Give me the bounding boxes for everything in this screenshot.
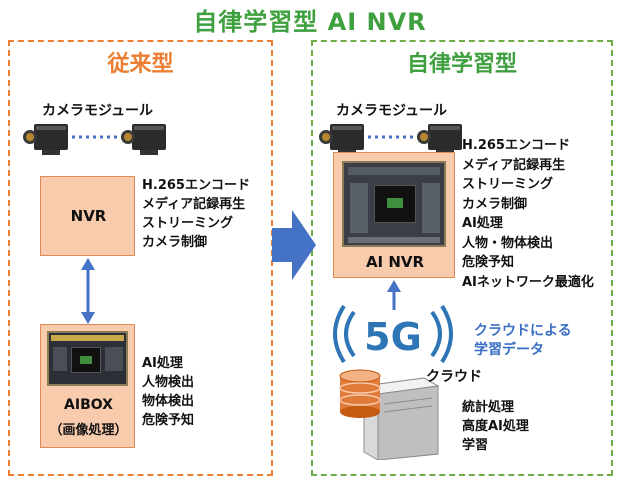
transition-arrow-icon (272, 210, 316, 280)
cloud-server-icon (339, 369, 440, 460)
right-camera-label: カメラモジュール (336, 103, 448, 119)
ai-nvr-feature: ストリーミング (462, 177, 554, 192)
camera-icon (23, 124, 68, 155)
cloud-feature-list: 統計処理 高度AI処理 学習 (462, 398, 529, 455)
aibox-feature-list: AI処理 人物検出 物体検出 危険予知 (142, 354, 194, 430)
5g-signal-icon: 5G (333, 304, 453, 364)
ai-module-image (47, 331, 128, 386)
ai-nvr-label: AI NVR (365, 253, 425, 271)
nvr-label: NVR (70, 207, 107, 225)
double-arrow-icon (81, 258, 95, 324)
cloud-feature: 高度AI処理 (462, 419, 529, 434)
left-camera-label: カメラモジュール (42, 103, 154, 119)
ai-nvr-feature: 人物・物体検出 (462, 235, 554, 251)
aibox-feature: 人物検出 (142, 375, 195, 390)
ai-nvr-feature-list: H.265エンコード メディア記録再生 ストリーミング カメラ制御 AI処理 人… (462, 136, 594, 292)
autonomous-panel (311, 40, 613, 476)
nvr-feature: カメラ制御 (142, 235, 208, 250)
camera-icon (319, 124, 364, 155)
cloud-feature: 統計処理 (462, 400, 515, 415)
ai-nvr-feature: H.265エンコード (462, 138, 570, 153)
ai-nvr-feature: AIネットワーク最適化 (462, 274, 594, 290)
cloud-feature: 学習 (462, 438, 489, 453)
camera-icon (417, 124, 462, 155)
aibox-feature: 危険予知 (142, 413, 195, 428)
cloud-data-caption: クラウドによる 学習データ (474, 322, 572, 360)
aibox-feature: 物体検出 (142, 394, 195, 409)
ai-nvr-module-image (342, 161, 446, 247)
aibox-feature: AI処理 (142, 356, 183, 371)
ai-nvr-feature: カメラ制御 (462, 196, 528, 212)
autonomous-heading: 自律学習型 (406, 52, 517, 77)
cloud-data-line: クラウドによる (474, 323, 572, 339)
upload-arrow-icon (387, 280, 401, 310)
left-camera-pair-icon (23, 124, 166, 155)
right-camera-pair-icon (319, 124, 462, 155)
nvr-box: NVR (40, 176, 135, 256)
nvr-feature: ストリーミング (142, 216, 234, 231)
ai-nvr-feature: 危険予知 (462, 255, 515, 270)
cloud-data-line: 学習データ (474, 342, 544, 358)
aibox-sublabel: （画像処理） (49, 423, 128, 438)
ai-nvr-feature: メディア記録再生 (462, 157, 566, 173)
ai-nvr-box: AI NVR (333, 152, 455, 278)
cloud-label: クラウド (426, 369, 482, 385)
ai-nvr-feature: AI処理 (462, 216, 503, 231)
aibox-box: AIBOX （画像処理） (40, 324, 135, 448)
diagram-title: 自律学習型 AI NVR (193, 8, 427, 36)
camera-icon (121, 124, 166, 155)
nvr-feature: メディア記録再生 (142, 197, 246, 212)
5g-label: 5G (364, 315, 422, 359)
nvr-feature: H.265エンコード (142, 178, 250, 193)
aibox-label: AIBOX (64, 397, 113, 413)
nvr-feature-list: H.265エンコード メディア記録再生 ストリーミング カメラ制御 (142, 176, 250, 252)
conventional-heading: 従来型 (107, 52, 174, 77)
